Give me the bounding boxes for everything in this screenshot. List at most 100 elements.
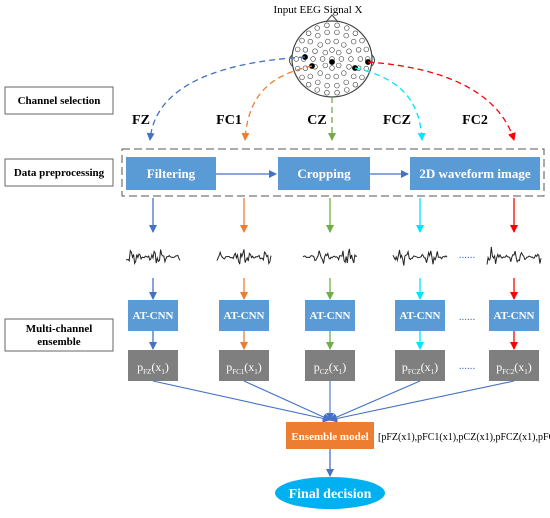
- ellipsis-cnn: ......: [459, 311, 476, 323]
- at-cnn-box-fc1: AT-CNN: [219, 300, 269, 331]
- electrode: [336, 49, 342, 56]
- arrow-prob-to-ensemble-fz: [152, 380, 331, 423]
- curve-fz: [146, 56, 306, 141]
- electrode: [334, 22, 340, 28]
- electrode: [344, 87, 350, 93]
- electrode: [333, 38, 339, 45]
- electrode: [343, 79, 349, 86]
- electrode: [299, 74, 305, 81]
- curve-fc1: [241, 65, 313, 141]
- electrode: [317, 70, 323, 76]
- ellipsis-waveforms: ......: [459, 249, 476, 261]
- electrode: [334, 29, 340, 36]
- at-cnn-label-cz: AT-CNN: [310, 310, 351, 322]
- electrode: [334, 82, 340, 89]
- electrode: [307, 38, 313, 45]
- electrode: [363, 46, 369, 53]
- prob-label-fz: pFZ(x1): [137, 360, 169, 376]
- electrode: [333, 73, 339, 80]
- electrode: [305, 81, 312, 88]
- waveform-image-box: 2D waveform image: [410, 157, 540, 190]
- electrode: [307, 73, 313, 80]
- electrode: [334, 89, 340, 96]
- channel-label-fc1: FC1: [216, 113, 242, 128]
- electrode: [319, 56, 326, 62]
- electrode: [341, 42, 347, 48]
- electrode: [312, 48, 318, 54]
- curve-fc2: [367, 61, 516, 141]
- prob-box-fcz: pFCZ(x1): [395, 350, 445, 381]
- electrode: [351, 38, 357, 45]
- electrode: [346, 48, 352, 54]
- at-cnn-label-fc1: AT-CNN: [224, 310, 265, 322]
- electrode: [329, 47, 335, 53]
- electrode: [295, 46, 301, 53]
- stage-label-data-preprocessing: Data preprocessing: [14, 167, 105, 179]
- filtering-box: Filtering: [126, 157, 216, 190]
- at-cnn-box-fc2: AT-CNN: [489, 300, 539, 331]
- ensemble-model-box: Ensemble model: [286, 422, 374, 449]
- electrode: [343, 32, 349, 39]
- electrode: [324, 82, 330, 89]
- at-cnn-box-cz: AT-CNN: [305, 300, 355, 331]
- electrode: [317, 42, 323, 48]
- electrode: [302, 47, 309, 53]
- prob-label-cz: pCZ(x1): [314, 360, 346, 376]
- selected-electrode: [329, 59, 335, 65]
- stage-box-multi-channel: Multi-channel ensemble: [4, 318, 114, 352]
- arrow-prob-to-ensemble-fc2: [329, 380, 515, 423]
- at-cnn-box-fz: AT-CNN: [128, 300, 178, 331]
- electrode: [355, 47, 362, 53]
- prob-box-fc2: pFC2(x1): [489, 350, 539, 381]
- electrode: [351, 73, 357, 80]
- prob-box-fc1: pFC1(x1): [219, 350, 269, 381]
- waveform-fc2: [486, 246, 542, 265]
- electrode: [325, 38, 331, 45]
- waveform-cz: [302, 248, 358, 264]
- stage-box-data-preprocessing: Data preprocessing: [4, 158, 114, 187]
- electrode: [324, 89, 330, 96]
- electrode: [338, 56, 345, 62]
- eeg-head-icon: [289, 14, 375, 98]
- arrow-prob-to-ensemble-fcz: [329, 380, 421, 421]
- electrode: [324, 29, 330, 36]
- stage-box-channel-selection: Channel selection: [4, 86, 114, 115]
- ellipsis-prob: ......: [459, 360, 476, 372]
- channel-label-fcz: FCZ: [383, 113, 411, 128]
- electrode: [310, 56, 316, 62]
- electrode: [346, 64, 352, 70]
- at-cnn-box-fcz: AT-CNN: [395, 300, 445, 331]
- electrode: [322, 49, 328, 56]
- prob-label-fcz: pFCZ(x1): [402, 360, 438, 376]
- channel-label-cz: CZ: [307, 113, 326, 128]
- curve-fcz: [354, 67, 426, 141]
- electrode: [324, 22, 330, 28]
- electrode: [359, 37, 365, 44]
- channel-label-fc2: FC2: [462, 113, 488, 128]
- ensemble-model-label: Ensemble model: [291, 431, 368, 443]
- prob-box-fz: pFZ(x1): [128, 350, 178, 381]
- electrode: [293, 56, 299, 62]
- electrode: [305, 30, 312, 36]
- stage-label-channel-selection: Channel selection: [18, 95, 101, 107]
- preprocessing-container: [121, 148, 545, 197]
- cropping-label: Cropping: [297, 166, 351, 181]
- stage-label-multi-channel: Multi-channel: [26, 323, 93, 335]
- final-decision-ellipse: Final decision: [275, 477, 385, 509]
- waveform-fc1: [216, 249, 272, 266]
- electrode: [325, 73, 331, 80]
- electrode: [359, 74, 365, 81]
- electrode: [314, 87, 320, 93]
- prob-label-fc1: pFC1(x1): [226, 360, 262, 376]
- at-cnn-label-fc2: AT-CNN: [494, 310, 535, 322]
- electrode: [336, 62, 342, 69]
- electrode: [329, 65, 335, 71]
- electrode: [322, 62, 328, 69]
- filtering-label: Filtering: [147, 166, 196, 181]
- electrode: [314, 25, 320, 31]
- waveform-fz: [126, 249, 181, 266]
- at-cnn-label-fz: AT-CNN: [133, 310, 174, 322]
- cropping-box: Cropping: [278, 157, 370, 190]
- electrode: [341, 70, 347, 76]
